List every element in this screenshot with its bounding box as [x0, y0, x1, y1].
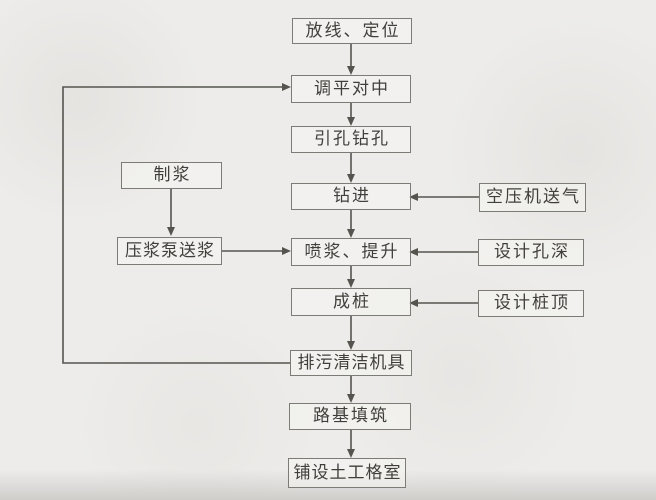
- node-tiaoping-duizhong: 调平对中: [291, 75, 411, 103]
- node-luji-tianzhu: 路基填筑: [289, 403, 411, 430]
- arrowheads: [167, 66, 418, 458]
- node-label: 压浆泵送浆: [125, 240, 215, 261]
- node-label: 铺设土工格室: [293, 462, 402, 483]
- node-label: 制浆: [153, 165, 192, 185]
- node-label: 引孔钻孔: [314, 129, 390, 149]
- node-label: 放线、定位: [305, 20, 401, 41]
- arrowhead-down-icon: [347, 174, 355, 183]
- arrowhead-down-icon: [347, 394, 355, 403]
- node-sheji-zhuangding: 设计桩顶: [478, 290, 584, 317]
- arrowhead-down-icon: [347, 117, 355, 126]
- node-kongyaji-songqi: 空压机送气: [479, 183, 586, 212]
- arrowhead-down-icon: [167, 227, 175, 236]
- node-zuanjin: 钻进: [291, 183, 411, 210]
- node-label: 设计桩顶: [494, 293, 570, 313]
- node-paiwu-qingjie-jiju: 排污清洁机具: [290, 350, 412, 376]
- arrowhead-down-icon: [347, 229, 355, 238]
- node-yinkong-zuankong: 引孔钻孔: [291, 126, 411, 153]
- node-label: 排污清洁机具: [297, 352, 406, 373]
- node-zhijiang: 制浆: [121, 162, 222, 189]
- arrowhead-down-icon: [347, 279, 355, 288]
- node-label: 设计孔深: [494, 242, 570, 262]
- node-chengzhuang: 成桩: [291, 288, 411, 316]
- node-label: 钻进: [333, 186, 371, 206]
- arrowhead-right-icon: [282, 83, 291, 91]
- node-yajiang-bengsongjiang: 压浆泵送浆: [117, 237, 222, 265]
- node-penjiang-tisheng: 喷浆、提升: [291, 238, 411, 266]
- node-label: 空压机送气: [486, 187, 581, 207]
- arrowhead-left-icon: [409, 193, 418, 201]
- arrowhead-down-icon: [347, 66, 355, 75]
- arrowhead-left-icon: [409, 248, 418, 256]
- node-label: 成桩: [333, 291, 371, 312]
- node-label: 调平对中: [314, 78, 390, 99]
- arrowhead-left-icon: [409, 299, 418, 307]
- node-label: 路基填筑: [313, 406, 389, 426]
- node-pushe-tugong-geshi: 铺设土工格室: [288, 458, 406, 488]
- arrowhead-down-icon: [347, 449, 355, 458]
- arrowhead-right-icon: [282, 247, 291, 255]
- node-fangxian-dingwei: 放线、定位: [292, 18, 412, 44]
- edge-lines: [62, 44, 479, 450]
- arrowhead-down-icon: [347, 341, 355, 350]
- edge-paiwu-to-tiaoping-loop: [62, 86, 290, 364]
- node-label: 喷浆、提升: [304, 241, 400, 262]
- node-sheji-kongshen: 设计孔深: [478, 239, 584, 266]
